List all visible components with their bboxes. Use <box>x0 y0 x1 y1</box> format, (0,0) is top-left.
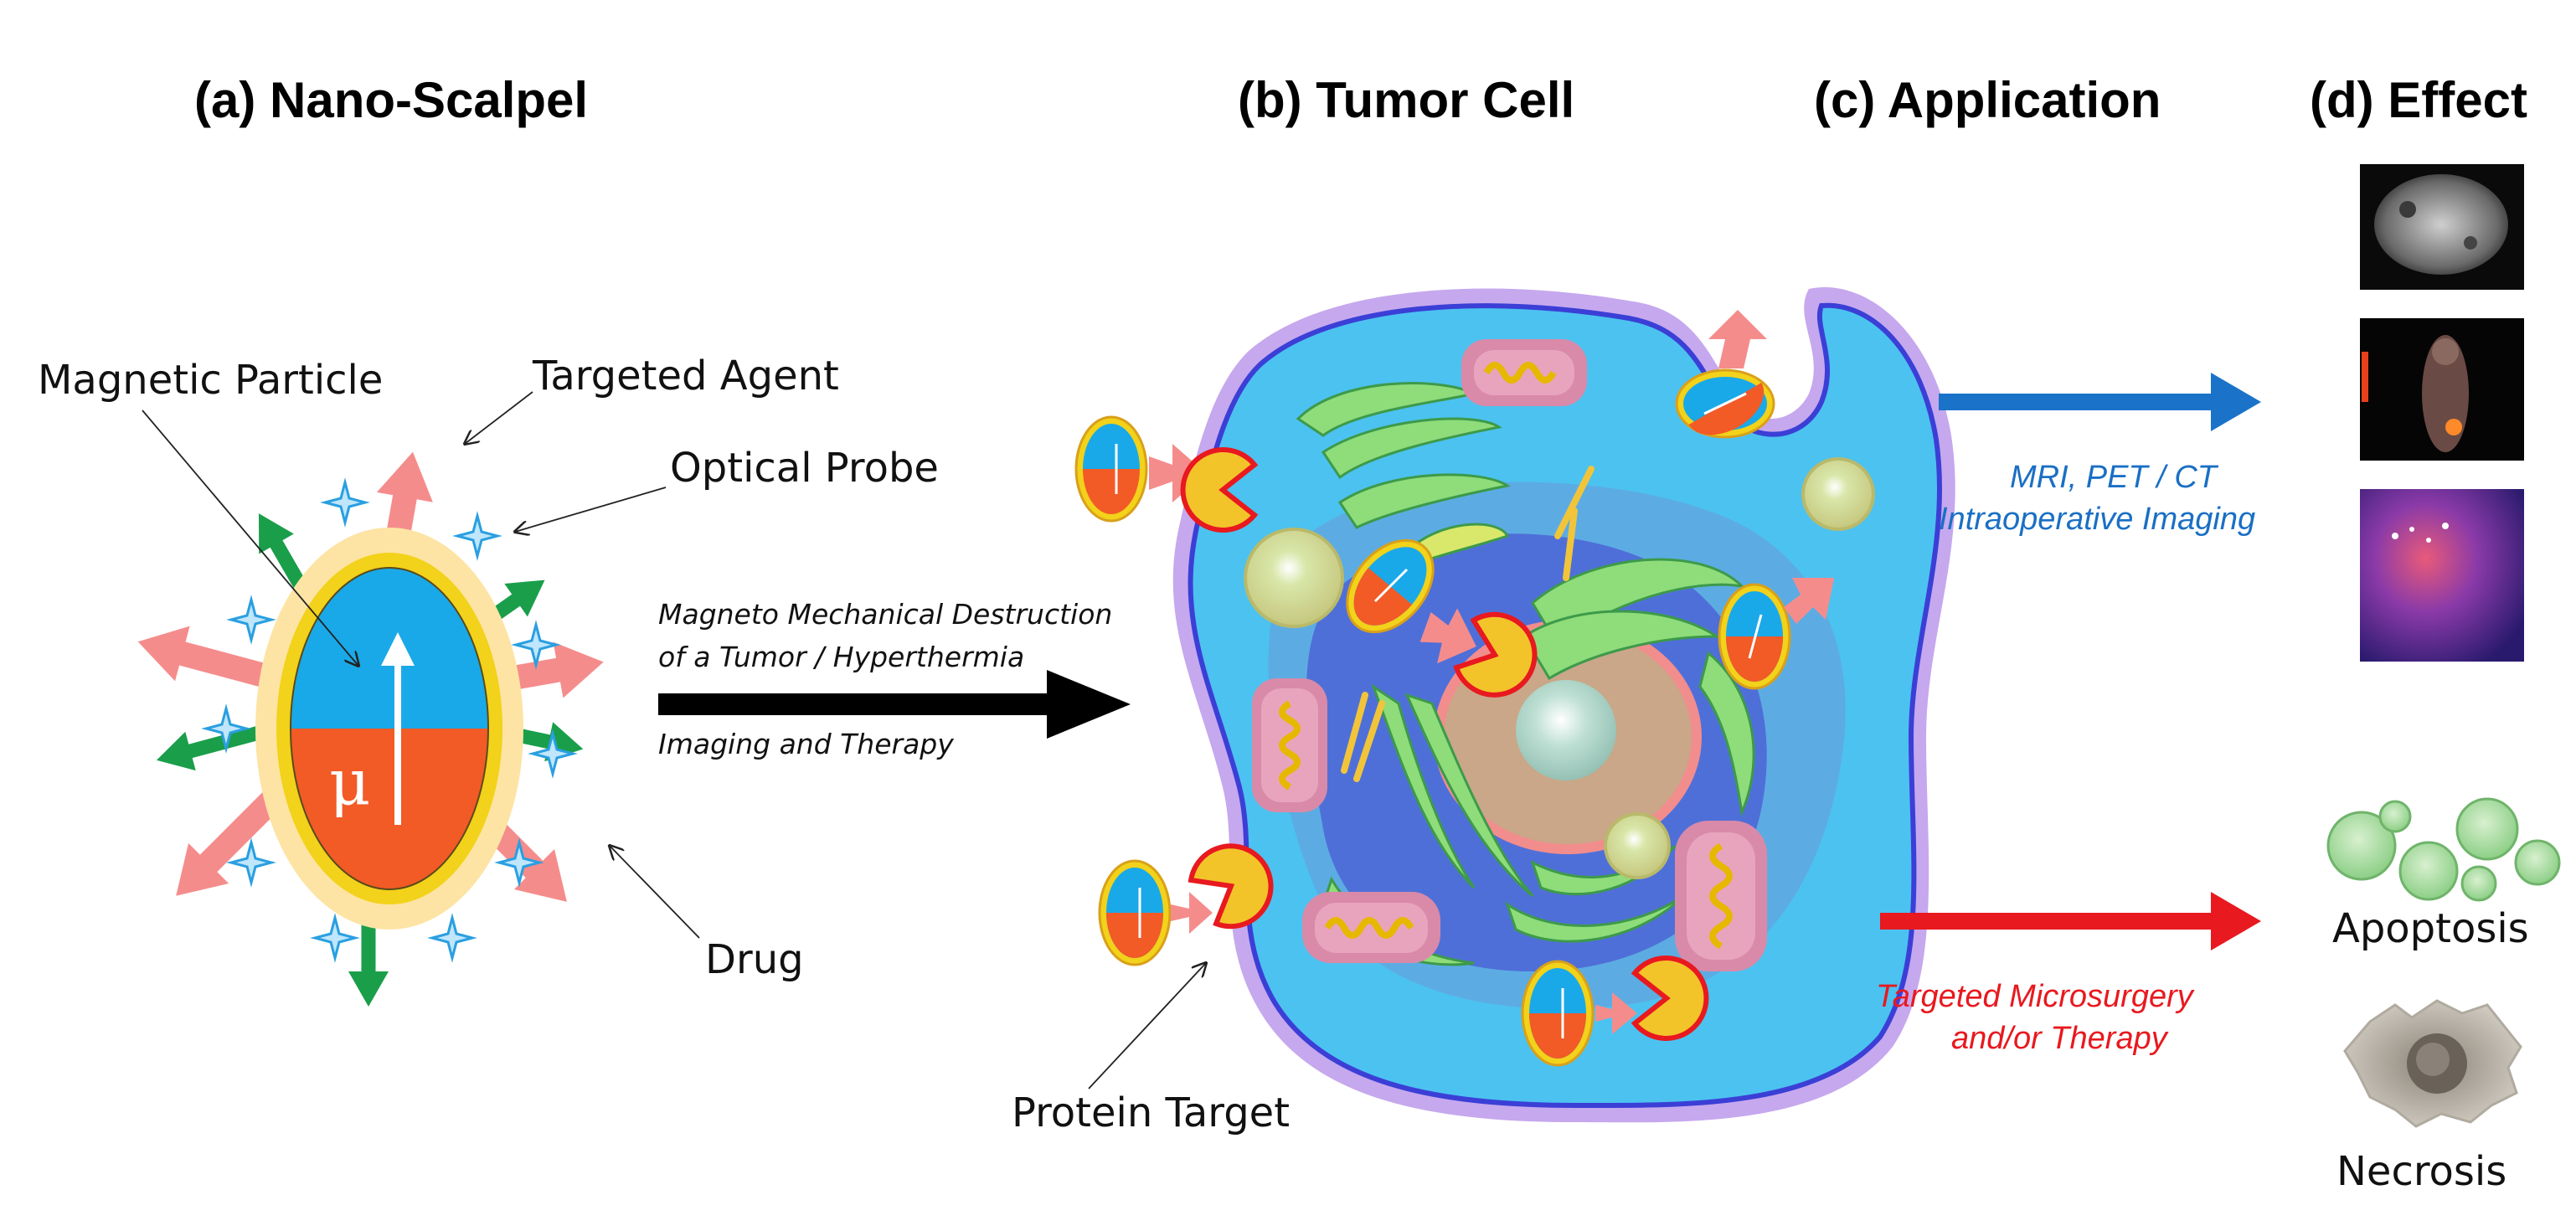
label-targeted-agent: Targeted Agent <box>532 353 839 399</box>
bound-particle-5 <box>1098 859 1172 966</box>
centrioles <box>1341 466 1595 782</box>
label-protein-target: Protein Target <box>1012 1089 1290 1136</box>
necrosis-cell <box>2343 999 2522 1128</box>
label-magnetic-particle: Magnetic Particle <box>38 357 383 404</box>
pointer-protein-target <box>1088 963 1206 1089</box>
mitochondria <box>1252 339 1767 971</box>
panel-title-d: (d) Effect <box>2310 72 2527 128</box>
bound-particle-4 <box>1718 583 1791 690</box>
optical-probe-stars <box>201 477 578 963</box>
bound-particle-6 <box>1521 960 1595 1067</box>
imaging-text-line1: MRI, PET / CT <box>2010 460 2219 495</box>
bound-particles <box>1074 310 1834 1067</box>
mri-image <box>2360 164 2524 290</box>
apoptosis-cells <box>2326 797 2561 902</box>
therapy-arrow <box>1880 892 2261 950</box>
bound-particle-1 <box>1074 415 1148 523</box>
rough-er-green <box>1321 558 1755 966</box>
vesicles <box>1244 457 1875 879</box>
magnetic-moment-arrow <box>381 632 415 825</box>
arrow-text-line1: Magneto Mechanical Destruction <box>658 598 1112 631</box>
panel-title-a: (a) Nano-Scalpel <box>194 72 588 128</box>
therapy-text-line1: Targeted Microsurgery <box>1876 979 2195 1014</box>
pet-ct-image <box>2360 318 2524 461</box>
label-drug: Drug <box>705 936 804 983</box>
label-optical-probe: Optical Probe <box>670 445 939 492</box>
therapy-text-line2: and/or Therapy <box>1951 1021 2169 1056</box>
mu-symbol: μ <box>329 744 370 819</box>
pointer-lines-a <box>142 391 700 939</box>
label-necrosis: Necrosis <box>2336 1148 2506 1195</box>
bound-particle-2 <box>1346 538 1435 634</box>
arrow-text-line2: of a Tumor / Hyperthermia <box>658 641 1024 673</box>
imaging-arrow <box>1939 373 2261 431</box>
imaging-text-line2: Intraoperative Imaging <box>1939 502 2255 537</box>
nucleolus-core <box>1516 680 1616 780</box>
panel-title-c: (c) Application <box>1814 72 2161 128</box>
panel-title-b: (b) Tumor Cell <box>1238 72 1574 128</box>
arrow-text-line3: Imaging and Therapy <box>658 728 954 760</box>
nano-scalpel-particle: μ <box>137 451 604 1007</box>
label-apoptosis: Apoptosis <box>2332 905 2529 952</box>
process-arrow <box>658 670 1131 739</box>
bound-particle-3 <box>1675 368 1775 439</box>
intraoperative-image <box>2360 489 2524 662</box>
